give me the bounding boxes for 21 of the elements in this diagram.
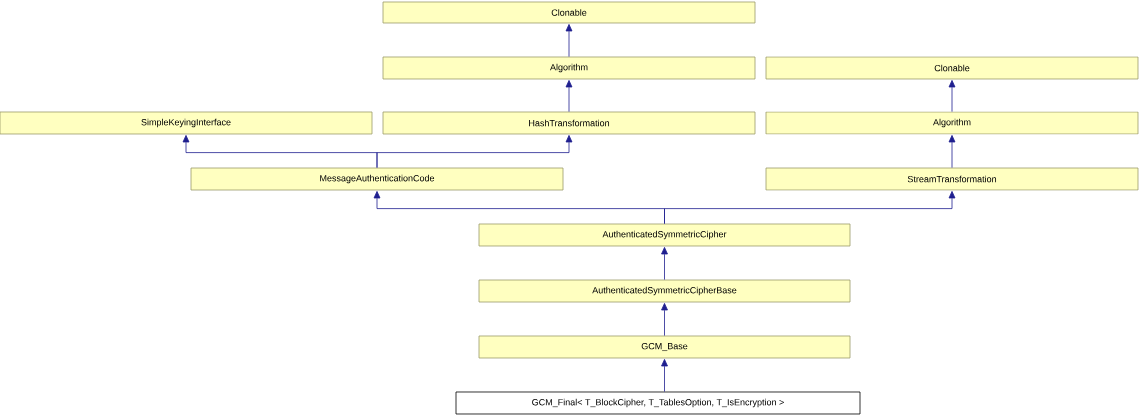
inheritance-arrow	[565, 80, 573, 112]
class-box: Algorithm	[765, 111, 1139, 135]
class-box: StreamTransformation	[765, 167, 1139, 191]
inheritance-arrow	[948, 80, 956, 112]
inheritance-arrow	[565, 24, 573, 57]
class-box: Clonable	[382, 1, 756, 24]
class-box: Clonable	[765, 56, 1139, 80]
class-box: SimpleKeyingInterface	[0, 111, 373, 135]
class-box: MessageAuthenticationCode	[190, 167, 564, 191]
inheritance-arrow	[948, 135, 956, 168]
inheritance-arrow	[664, 191, 956, 224]
class-box: GCM_Base	[478, 335, 851, 359]
inheritance-arrow	[661, 303, 668, 336]
class-box: GCM_Final< T_BlockCipher, T_TablesOption, T_IsEncryption >	[455, 391, 861, 415]
inheritance-arrow	[661, 359, 668, 392]
class-box: AuthenticatedSymmetricCipherBase	[478, 279, 851, 303]
class-box: Algorithm	[382, 56, 756, 80]
inheritance-arrow	[661, 247, 668, 280]
class-box: HashTransformation	[382, 111, 756, 135]
inheritance-arrow	[376, 135, 573, 168]
class-box: AuthenticatedSymmetricCipher	[478, 223, 851, 247]
